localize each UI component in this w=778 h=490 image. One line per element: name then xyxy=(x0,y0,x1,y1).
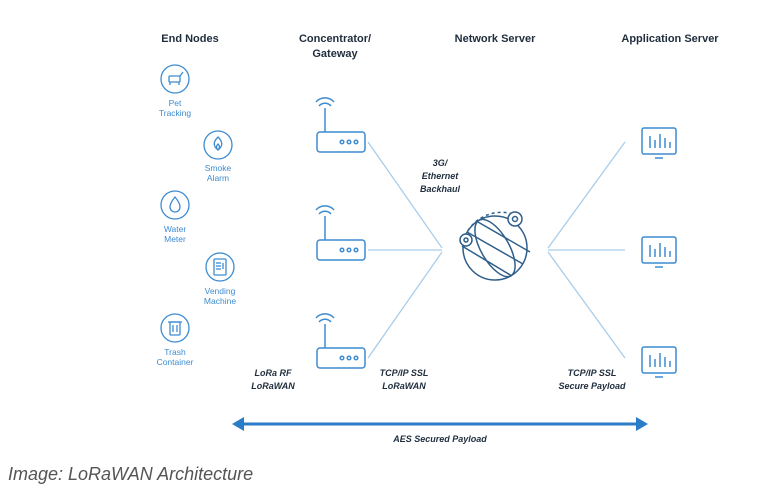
pet-icon xyxy=(160,64,190,94)
app-server-monitor-2 xyxy=(641,236,677,268)
gateway-router-1 xyxy=(315,97,366,153)
aes-label: AES Secured Payload xyxy=(393,434,487,444)
trash-icon xyxy=(160,313,190,343)
app-server-monitor-3 xyxy=(641,346,677,378)
gateway-router-3 xyxy=(315,313,366,369)
header-application-server: Application Server xyxy=(621,33,719,45)
vending-icon xyxy=(205,252,235,282)
header-gateway-line2: Gateway xyxy=(312,48,358,60)
app-links xyxy=(547,141,626,359)
gateway-router-2 xyxy=(315,205,366,261)
aes-arrow xyxy=(232,417,648,431)
header-end-nodes: End Nodes xyxy=(161,33,219,45)
figure-caption: Image: LoRaWAN Architecture xyxy=(8,464,254,484)
gateway-links xyxy=(367,141,443,359)
water-drop-icon xyxy=(160,190,190,220)
header-gateway: Concentrator/ Gateway xyxy=(280,32,390,62)
app-server-monitor-1 xyxy=(641,127,677,159)
flame-icon xyxy=(203,130,233,160)
header-gateway-line1: Concentrator/ xyxy=(298,33,372,45)
globe-icon xyxy=(459,211,531,281)
header-network-server: Network Server xyxy=(454,33,536,45)
